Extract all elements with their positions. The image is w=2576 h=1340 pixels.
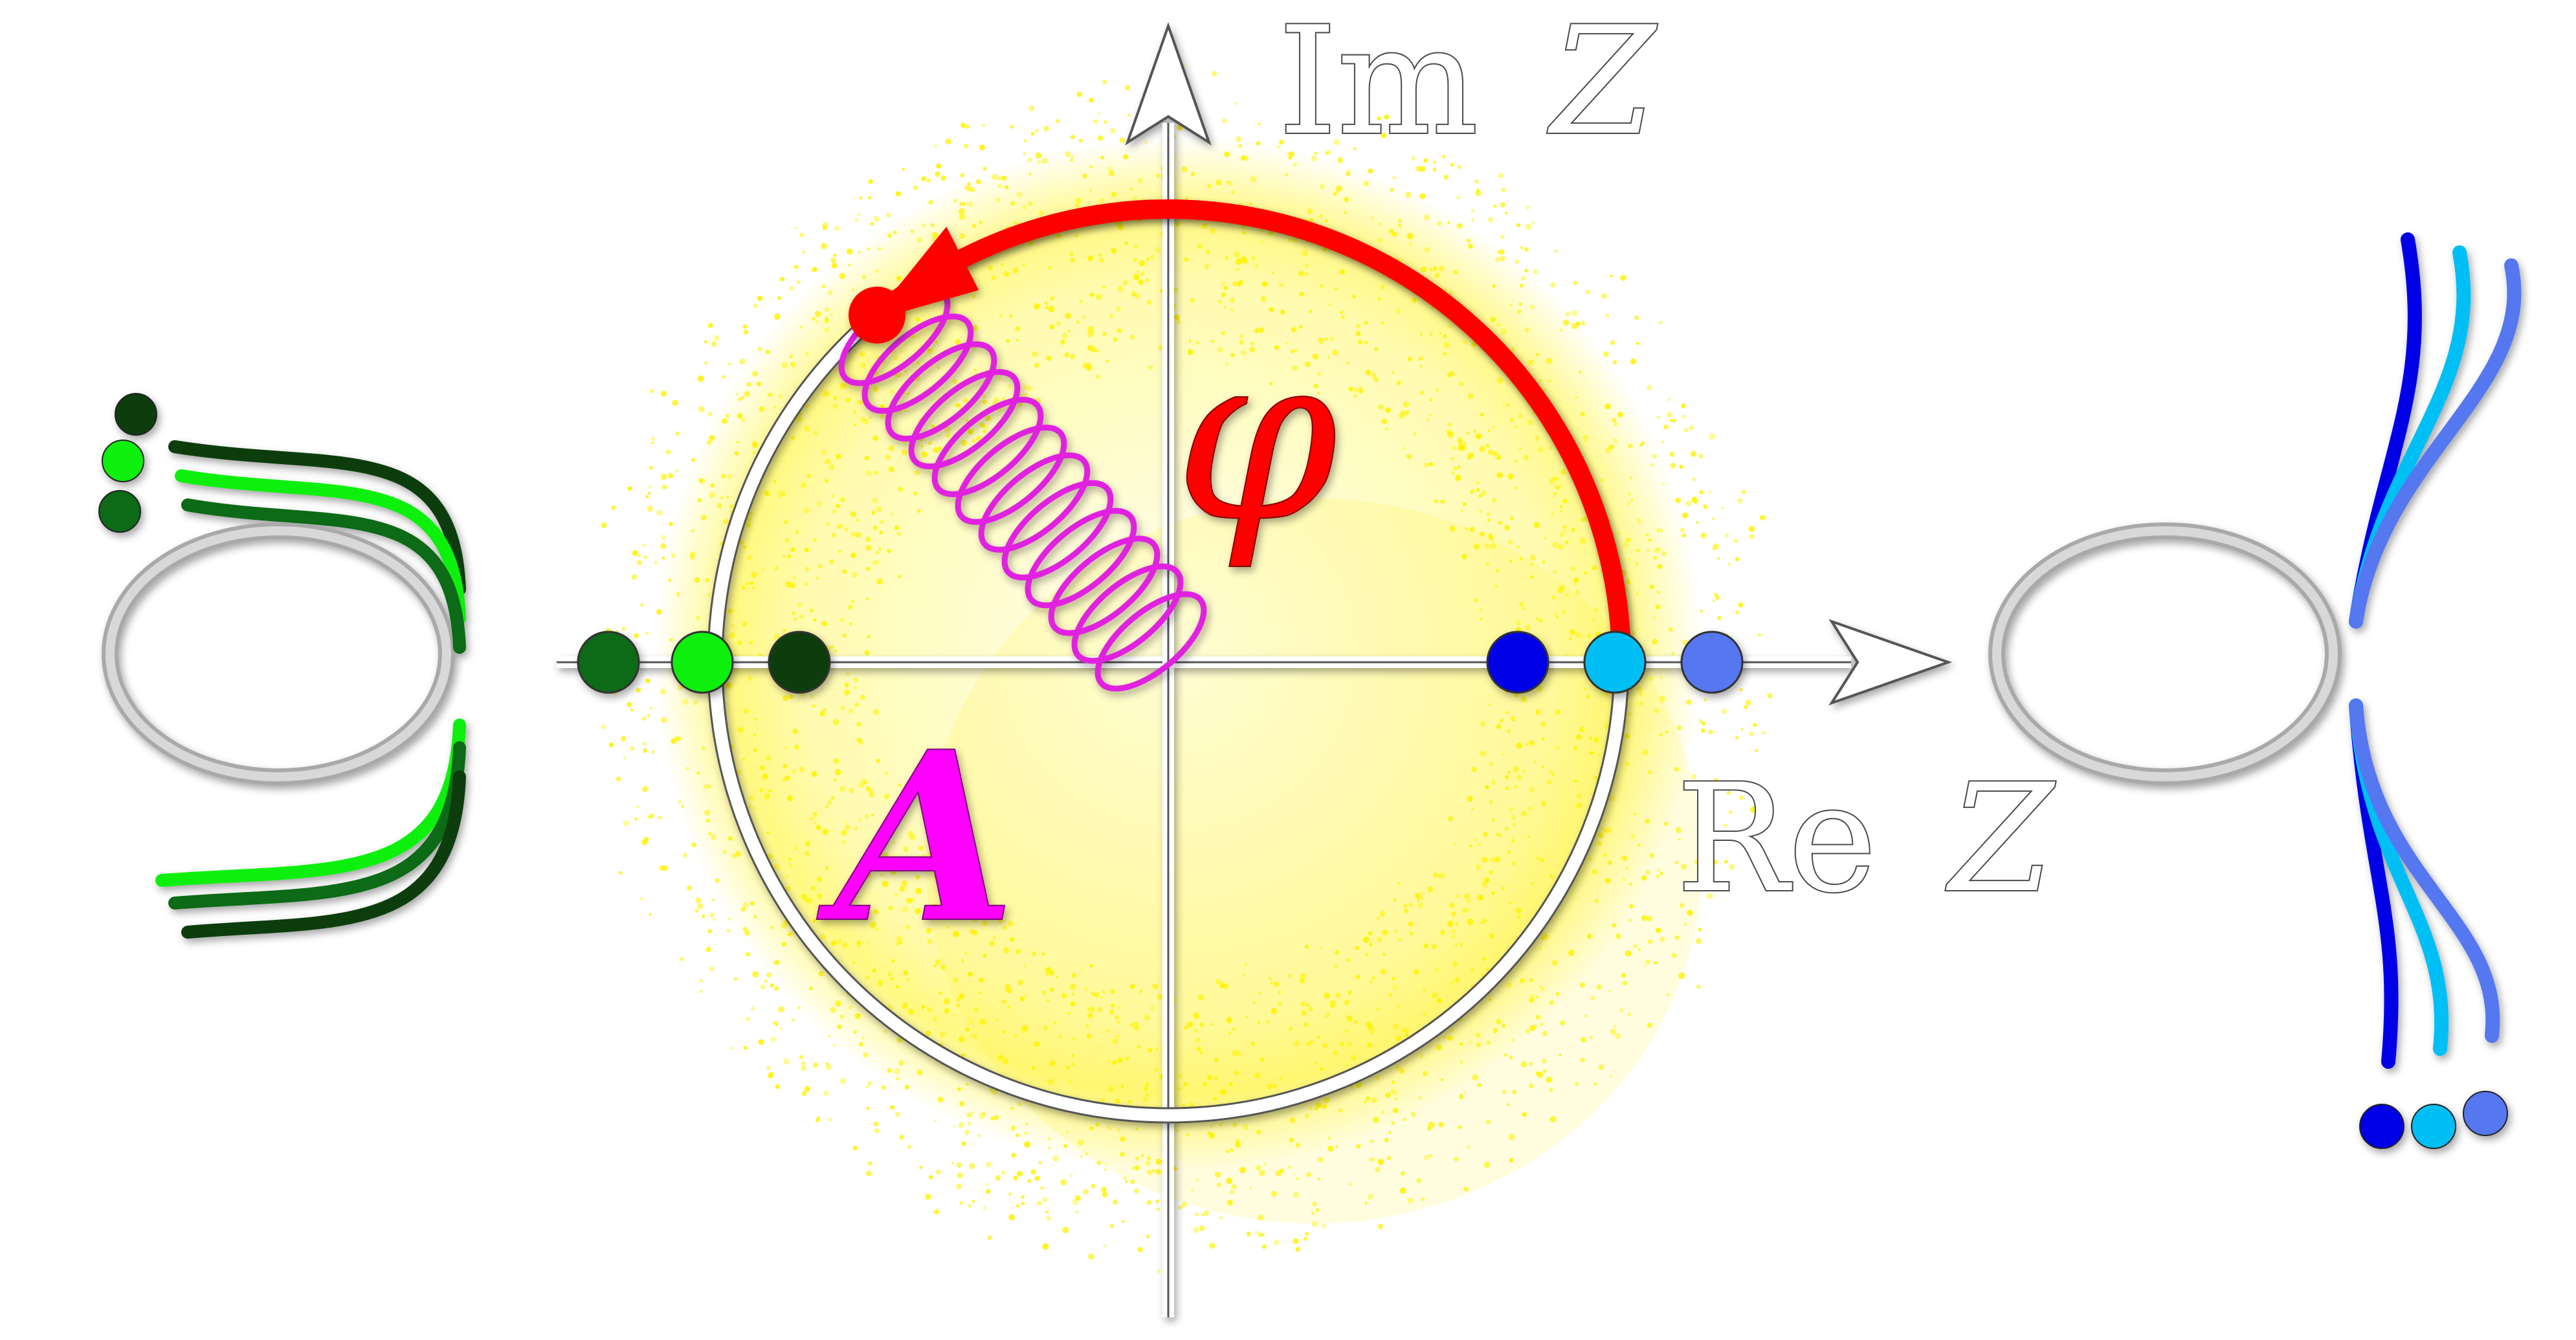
blue-strand-end-dot [2359, 1104, 2404, 1149]
real-axis-points [577, 631, 1744, 694]
amplitude-spring [838, 285, 1207, 692]
green-strand-top [175, 469, 466, 625]
phase-symbol: φ [1175, 302, 1338, 573]
blue-strand-top [2349, 258, 2522, 629]
imaginary-axis-arrow-icon [1125, 21, 1212, 146]
green-dot-deep [768, 631, 831, 694]
green-strand-top [181, 498, 466, 654]
blue-strand-bottom [2349, 698, 2500, 1043]
green-strand-end-dot [102, 440, 144, 482]
ring-with-green-strands-icon [98, 393, 466, 939]
blue-dot-light [1680, 631, 1744, 694]
blue-strand-end-dot [2411, 1104, 2456, 1149]
green-dot-dark [577, 631, 640, 694]
blue-strands [2349, 232, 2522, 1149]
green-strand-bottom [181, 770, 466, 939]
real-axis-arrow-icon [1828, 619, 1953, 706]
green-strands [98, 393, 466, 939]
amplitude-symbol: A [817, 700, 1016, 974]
blue-dot-cyan [1583, 631, 1647, 694]
phase-arc [849, 199, 1631, 672]
blue-dot-dark [1486, 631, 1549, 694]
imaginary-axis-label: Im Z [1278, 0, 1658, 168]
phasor-tip [849, 286, 906, 344]
blue-strand-end-dot [2463, 1091, 2508, 1136]
ring-with-blue-strands-icon [1988, 232, 2522, 1149]
green-strand-end-dot [115, 393, 157, 436]
green-strand-top [168, 440, 466, 596]
green-strand-bottom [168, 741, 466, 910]
green-dot-bright [671, 631, 734, 694]
real-axis-label: Re Z [1676, 753, 2056, 926]
green-strand-end-dot [98, 490, 141, 533]
